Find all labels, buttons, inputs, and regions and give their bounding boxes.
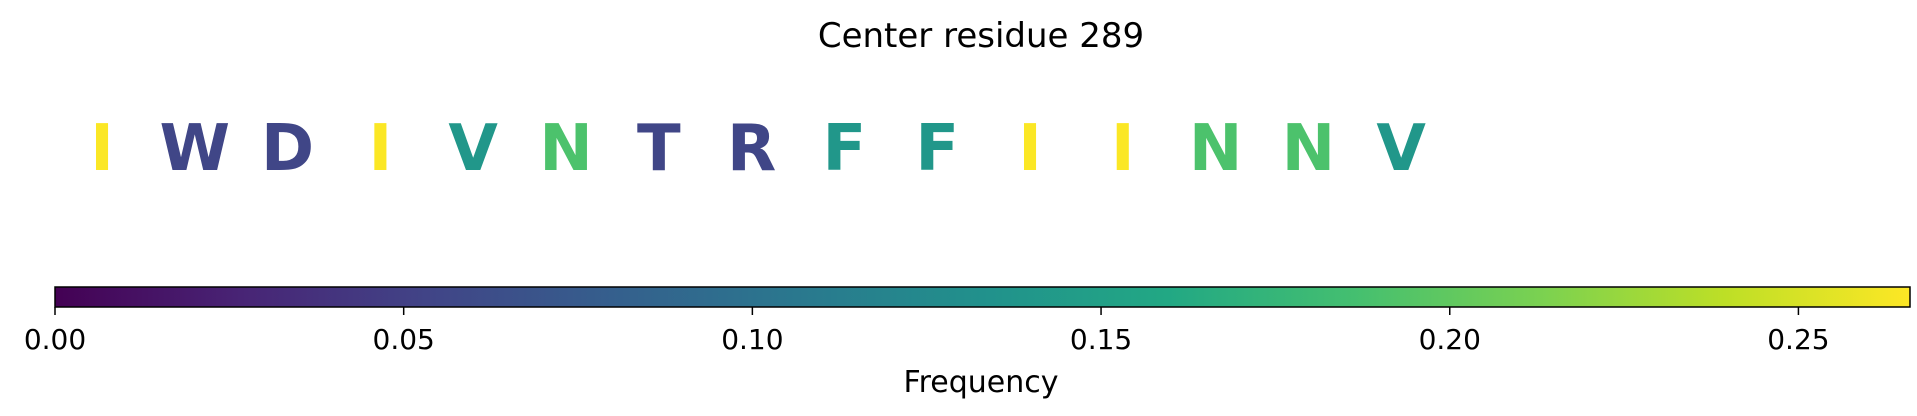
residue-letter: V [1376, 112, 1426, 186]
colorbar-tick-label: 0.25 [1767, 323, 1829, 356]
colorbar-tick-label: 0.10 [721, 323, 783, 356]
colorbar-tick-label: 0.05 [373, 323, 435, 356]
residue-letter: F [823, 112, 867, 186]
residue-letter: D [261, 112, 314, 186]
residue-letter: N [1189, 112, 1243, 186]
residue-letter: I [1018, 112, 1042, 186]
colorbar-tick-label: 0.20 [1419, 323, 1481, 356]
residue-letter: I [1111, 112, 1135, 186]
residue-letter: N [539, 112, 593, 186]
residue-letter: N [1282, 112, 1336, 186]
chart-title: Center residue 289 [818, 16, 1144, 56]
residue-letter: R [727, 112, 776, 186]
colorbar [54, 286, 1911, 308]
residue-letter: W [160, 112, 231, 186]
colorbar-tick-label: 0.00 [24, 323, 86, 356]
residue-letter: T [637, 112, 681, 186]
colorbar-tick-label: 0.15 [1070, 323, 1132, 356]
residue-letter: F [915, 112, 959, 186]
colorbar-label: Frequency [904, 365, 1059, 400]
residue-letter: V [448, 112, 498, 186]
colorbar-ticks: 0.00 0.05 0.10 0.15 0.20 0.25 [24, 307, 1830, 356]
residue-letter: I [90, 112, 114, 186]
residue-letter: I [368, 112, 392, 186]
